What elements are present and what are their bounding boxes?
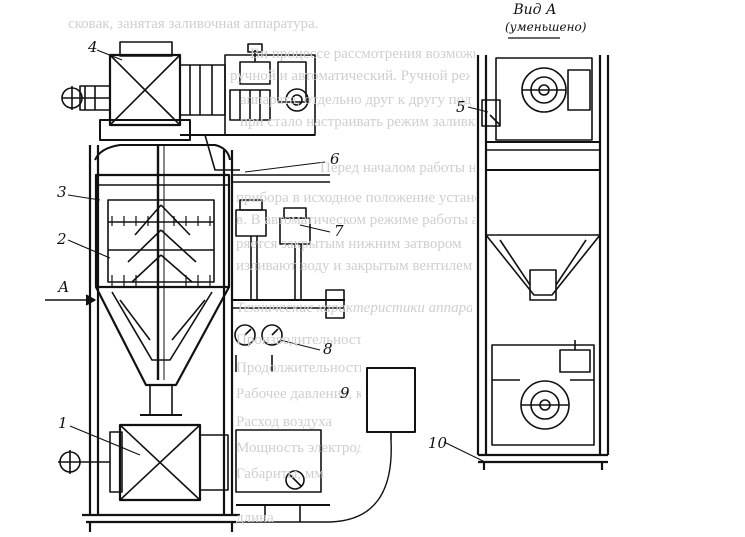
bg-line: прибора в исходное положение установить [236, 190, 476, 206]
callout-3: 3 [57, 183, 67, 201]
valve-piping-assembly [231, 174, 345, 380]
bottom-drive-unit [58, 423, 330, 522]
bg-line: сковак, занятая заливочная аппаратура. [68, 16, 319, 32]
support-frame [82, 145, 240, 532]
arrow-label: А [58, 278, 70, 296]
view-title-subtitle: (уменьшено) [505, 20, 587, 34]
main-front-view [45, 41, 489, 532]
callout-leaders [67, 49, 489, 463]
bg-line: ряется закрытым нижним затвором [236, 236, 462, 252]
callout-4: 4 [88, 38, 98, 56]
callout-9: 9 [340, 384, 350, 402]
bg-line: длина [236, 510, 274, 526]
bg-line: Мощность электродвигателя, кВт [236, 440, 361, 456]
callout-7: 7 [334, 222, 344, 240]
side-frame [476, 55, 610, 470]
callout-10: 10 [428, 434, 448, 452]
bg-line: Перед началом работы необходимо проверит… [320, 160, 475, 176]
view-title: Вид А (уменьшено) [505, 2, 587, 34]
bg-line: ручной и автоматический. Ручной режим [230, 68, 470, 84]
spray-nozzle-row [111, 216, 211, 286]
bg-line: при стало настраивать режим заливки. [240, 114, 476, 130]
callout-1: 1 [58, 414, 68, 432]
top-feeder-unit [61, 41, 226, 141]
view-title-main: Вид А [513, 2, 557, 18]
bg-line: аппарата, отдельно друг к другу подключе… [240, 92, 472, 108]
view-direction-arrow [45, 294, 96, 306]
bg-line: изливают воду и закрытым вентилем. [236, 258, 472, 274]
bg-line: Ви процессе рассмотрения возможности раб… [250, 46, 475, 62]
bg-line: Продолжительность одного цикла [236, 360, 361, 376]
bg-line: Рабочее давление, кПа [236, 386, 361, 402]
bg-line: Технические характеристики аппарата [236, 300, 472, 316]
side-vessel [485, 169, 601, 301]
callout-2: 2 [57, 230, 67, 248]
callout-8: 8 [323, 340, 333, 358]
bg-line: в. В автоматическом режиме работы аппара… [236, 212, 476, 228]
bg-line: Расход воздуха [236, 414, 333, 430]
callout-5: 5 [456, 98, 466, 116]
bg-line: Производительность по заготовкам при [236, 332, 361, 348]
bg-line: Габариты, мм [236, 466, 324, 482]
callout-6: 6 [330, 150, 340, 168]
side-bottom-drive [491, 340, 595, 446]
side-top-drive [481, 57, 600, 151]
control-pendant [232, 367, 416, 523]
drive-motor-unit [180, 43, 316, 171]
side-view-a [476, 37, 610, 470]
mixing-vessel [94, 144, 231, 416]
